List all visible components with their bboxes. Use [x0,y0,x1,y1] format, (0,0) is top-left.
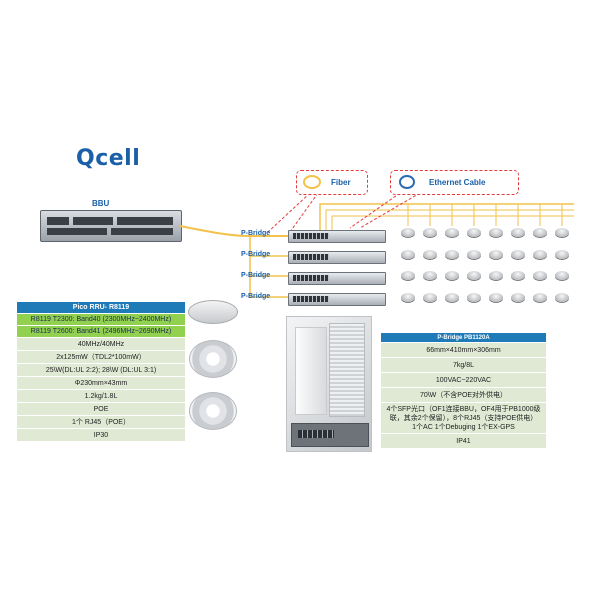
pico-rru-icon [423,292,437,302]
pbridge-label-4: P-Bridge [241,293,271,300]
pbridge-spec-table: P-Bridge PB1120A 66mm×410mm×306mm 7kg/8L… [381,333,546,449]
pb-ports-row: 4个SFP光口（OF1连接BBU，OF4用于PB1000级 联，其余2个保留），… [381,402,546,434]
rru-side-image [188,300,238,324]
pico-rru-icon [489,228,503,237]
pbridge-device-3 [288,272,386,285]
pico-rru-icon [445,228,459,237]
pb-ports-line: 联，其余2个保留），8个RJ45（支持POE供电） [389,414,538,422]
pbridge-device-1 [288,230,386,243]
pbridge-product-image [286,316,372,452]
pb-table-title: P-Bridge PB1120A [381,333,546,343]
pico-rru-icon [467,228,481,237]
pico-rru-icon [401,271,415,280]
pb-spec-row: IP41 [381,433,546,449]
pico-rru-icon [423,228,437,237]
pb-spec-row: 66mm×410mm×306mm [381,342,546,358]
pbridge-device-4 [288,293,386,306]
fiber-legend: Fiber [296,170,368,195]
bbu-label: BBU [92,199,110,208]
pico-rru-icon [511,271,525,280]
pico-rru-icon [467,292,481,302]
pico-rru-icon [489,249,503,259]
pico-rru-icon [533,292,547,302]
pico-rru-icon [555,249,569,259]
pbridge-label-1: P-Bridge [241,230,271,237]
qcell-logo: Qcell [76,146,141,171]
pico-rru-icon [533,228,547,237]
pico-rru-icon [511,292,525,302]
pico-rru-icon [401,249,415,259]
pico-rru-icon [511,228,525,237]
pb-ports-line: 1个AC 1个Debuging 1个EX-GPS [412,423,515,431]
rru-spec-row: POE [17,402,185,416]
pico-rru-icon [555,292,569,302]
rru-spec-row: 1.2kg/1.8L [17,389,185,403]
pico-rru-icon [489,271,503,280]
pico-rru-icon [533,249,547,259]
pico-rru-icon [401,228,415,237]
pico-rru-icon [489,292,503,302]
pico-rru-icon [555,228,569,237]
pico-rru-icon [445,249,459,259]
fiber-coil-icon [303,175,321,189]
pico-rru-icon [533,271,547,280]
ethernet-label: Ethernet Cable [429,178,486,187]
pico-rru-icon [467,249,481,259]
pico-rru-icon [423,249,437,259]
panel-heatsink [329,323,365,417]
rru-spec-row: IP30 [17,428,185,442]
pico-rru-icon [555,271,569,280]
pb-spec-row: 70\W（不含POE对外供电） [381,387,546,403]
rru-table-title: Pico RRU- R8119 [17,302,185,314]
pico-rru-icon [401,292,415,302]
fiber-label: Fiber [331,178,351,187]
ethernet-legend: Ethernet Cable [390,170,519,195]
rru-band-row: R8119 T2300: Band40 (2300MHz~2400MHz) [17,313,185,326]
pbridge-device-2 [288,251,386,264]
pico-rru-icon [511,249,525,259]
panel-bottom-ports [291,423,369,447]
pico-rru-icon [445,271,459,280]
rru-top-image [189,340,237,378]
rru-spec-row: Φ230mm×43mm [17,376,185,390]
rru-spec-row: 2x125mW（TDL2*100mW） [17,350,185,364]
pb-spec-row: 7kg/8L [381,357,546,373]
pb-ports-line: 4个SFP光口（OF1连接BBU，OF4用于PB1000级 [386,405,541,413]
rru-band-row: R8119 T2600: Band41 (2496MHz~2690MHz) [17,325,185,338]
pbridge-label-3: P-Bridge [241,272,271,279]
ethernet-coil-icon [399,175,415,189]
pico-rru-icon [423,271,437,280]
pico-rru-icon [467,271,481,280]
rru-spec-row: 40MHz/40MHz [17,337,185,351]
rru-bottom-image [189,392,237,430]
rru-spec-table: Pico RRU- R8119 R8119 T2300: Band40 (230… [17,302,185,442]
rru-spec-row: 25\W(DL:UL 2:2); 28\W (DL:UL 3:1) [17,363,185,377]
pb-spec-row: 100VAC~220VAC [381,372,546,388]
bbu-device [40,210,182,242]
pico-rru-icon [445,292,459,302]
rru-spec-row: 1个 RJ45（POE） [17,415,185,429]
pbridge-label-2: P-Bridge [241,251,271,258]
panel-front [295,327,327,415]
